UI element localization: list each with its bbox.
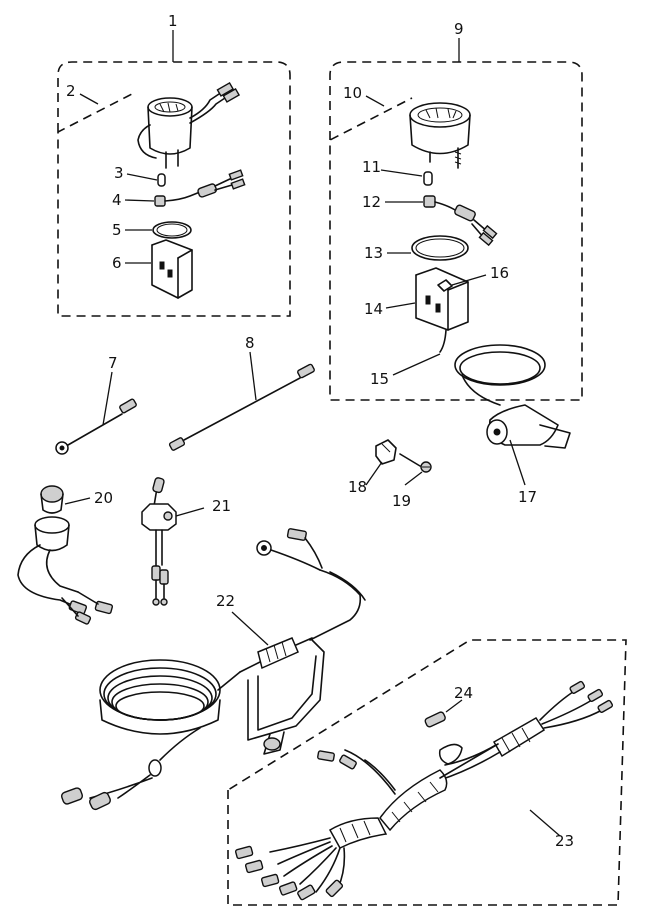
callout-18: 18 bbox=[348, 478, 367, 496]
callout-line-14 bbox=[385, 302, 416, 309]
callout-line-4 bbox=[124, 199, 155, 202]
clip-icon bbox=[437, 279, 453, 292]
callout-2: 2 bbox=[66, 82, 76, 100]
callout-23: 23 bbox=[555, 832, 574, 850]
callout-line-15 bbox=[392, 353, 441, 376]
callout-line-22 bbox=[231, 611, 269, 646]
group-box-9 bbox=[329, 61, 583, 401]
gauge-icon bbox=[137, 81, 241, 169]
sub-harness-icon bbox=[234, 680, 614, 901]
callout-14: 14 bbox=[364, 300, 383, 318]
group-box-1 bbox=[57, 61, 291, 317]
callout-17: 17 bbox=[518, 488, 537, 506]
callout-line-20 bbox=[64, 497, 91, 505]
callout-line-24 bbox=[445, 699, 463, 713]
ring-icon bbox=[411, 235, 469, 261]
cap-icon bbox=[375, 439, 397, 465]
callout-1: 1 bbox=[168, 12, 178, 30]
callout-line-18 bbox=[365, 461, 383, 486]
callout-line-16 bbox=[451, 274, 487, 286]
callout-5: 5 bbox=[112, 221, 122, 239]
callout-3: 3 bbox=[114, 164, 124, 182]
callout-line-3 bbox=[126, 173, 158, 181]
callout-7: 7 bbox=[108, 354, 118, 372]
main-harness-icon bbox=[60, 528, 366, 811]
callout-line-23 bbox=[529, 809, 561, 837]
switch-icon bbox=[17, 485, 114, 625]
group-box-23 bbox=[227, 639, 627, 906]
socket-wire-icon bbox=[154, 169, 246, 207]
callout-21: 21 bbox=[212, 497, 231, 515]
long-cable-icon bbox=[168, 363, 315, 451]
callout-6: 6 bbox=[112, 254, 122, 272]
callout-line-2 bbox=[79, 93, 99, 105]
callout-line-10 bbox=[365, 95, 385, 107]
callout-10: 10 bbox=[343, 84, 362, 102]
callout-line-21 bbox=[175, 507, 205, 517]
callout-line-11 bbox=[380, 169, 423, 177]
callout-4: 4 bbox=[112, 191, 122, 209]
screw-icon bbox=[399, 453, 432, 473]
socket-wire-icon bbox=[423, 195, 498, 247]
callout-16: 16 bbox=[490, 264, 509, 282]
callout-24: 24 bbox=[454, 684, 473, 702]
toggle-switch-icon bbox=[141, 477, 177, 606]
ring-icon bbox=[152, 221, 192, 239]
callout-8: 8 bbox=[245, 334, 255, 352]
callout-15: 15 bbox=[370, 370, 389, 388]
callout-22: 22 bbox=[216, 592, 235, 610]
callout-9: 9 bbox=[454, 20, 464, 38]
tachometer-icon bbox=[409, 102, 471, 169]
bracket-icon bbox=[415, 267, 469, 331]
bulb-icon bbox=[157, 173, 166, 187]
callout-12: 12 bbox=[362, 193, 381, 211]
bulb-icon bbox=[423, 171, 433, 186]
callout-11: 11 bbox=[362, 158, 381, 176]
callout-19: 19 bbox=[392, 492, 411, 510]
sender-cable-icon bbox=[439, 329, 571, 449]
callout-line-19 bbox=[404, 471, 423, 486]
bracket-icon bbox=[151, 239, 193, 299]
callout-line-7 bbox=[102, 371, 113, 426]
callout-line-8 bbox=[249, 351, 257, 401]
fuse-icon bbox=[424, 711, 446, 728]
callout-13: 13 bbox=[364, 244, 383, 262]
ground-cable-icon bbox=[55, 398, 137, 455]
callout-line-17 bbox=[509, 439, 526, 486]
callout-20: 20 bbox=[94, 489, 113, 507]
